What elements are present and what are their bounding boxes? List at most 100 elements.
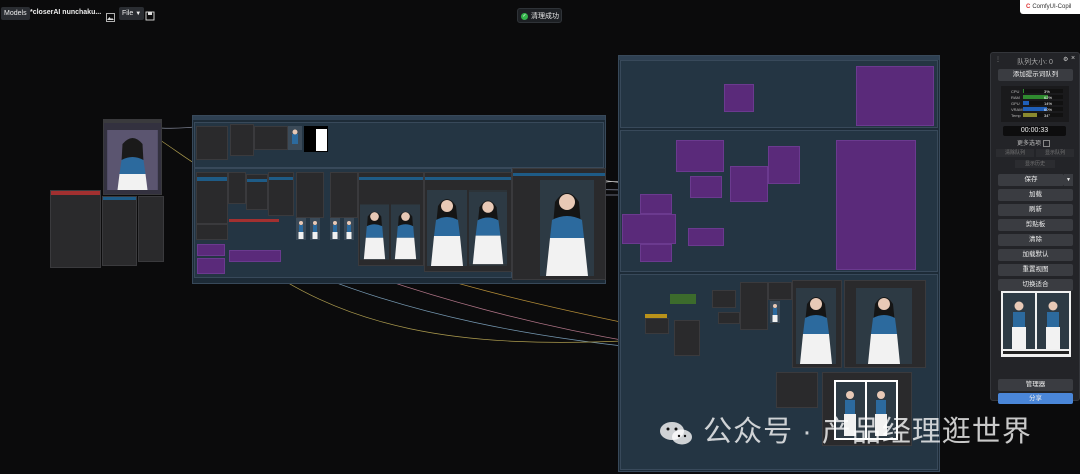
load-image-node[interactable]: [103, 119, 162, 195]
bypassed-node-r3[interactable]: [836, 140, 916, 270]
bypassed-node-r5[interactable]: [730, 166, 768, 202]
image-icon[interactable]: [106, 9, 115, 22]
file-menu-button[interactable]: File ▼: [119, 7, 145, 20]
bypassed-node-r10[interactable]: [688, 228, 724, 246]
group-header: [193, 116, 605, 120]
vram-value: 60%: [1044, 107, 1053, 112]
small-node[interactable]: [228, 172, 246, 204]
drag-handle-icon[interactable]: ⋮: [995, 57, 1001, 63]
vram-meter: [1023, 107, 1063, 111]
temp-value: 34°: [1044, 113, 1051, 118]
thumb-small-2: [310, 218, 320, 240]
reset-view-button[interactable]: 重置视图: [998, 264, 1073, 276]
elapsed-timer: 00:00:33: [1003, 126, 1066, 136]
view-history-button[interactable]: 显示历史: [1015, 160, 1055, 168]
load-button[interactable]: 加载: [998, 189, 1073, 201]
ram-label: RAM: [1011, 95, 1020, 100]
close-icon[interactable]: ×: [1071, 55, 1076, 62]
green-node[interactable]: [670, 294, 696, 304]
upscale-portrait-b: [856, 288, 912, 364]
queue-prompt-button[interactable]: 添加提示词队列: [998, 69, 1073, 81]
queue-size-label: 队列大小: 0: [1017, 59, 1053, 66]
small-node-3[interactable]: [268, 172, 294, 216]
final-portrait: [540, 180, 594, 276]
bypassed-node-2[interactable]: [197, 258, 225, 274]
node-header-blue: [103, 197, 136, 200]
load-default-button[interactable]: 加载默认: [998, 249, 1073, 261]
group-header: [619, 56, 939, 60]
comfyui-logo-icon: C: [1026, 4, 1031, 10]
thumb-small-1: [296, 218, 306, 240]
upscale-portrait-a: [796, 288, 836, 364]
small-node-2[interactable]: [246, 174, 268, 210]
bypassed-node-r11[interactable]: [690, 176, 722, 198]
gpu-label: GPU: [1011, 101, 1020, 106]
bypassed-node-r2[interactable]: [856, 66, 934, 126]
node-header-red: [51, 191, 100, 195]
more-options-toggle[interactable]: 更多选项: [1017, 138, 1050, 147]
clear-button[interactable]: 清除: [998, 234, 1073, 246]
node-r-d[interactable]: [740, 282, 768, 330]
gear-icon[interactable]: ⚙: [1063, 57, 1069, 63]
node-r-b[interactable]: [712, 290, 736, 308]
node-input-blue: [425, 177, 511, 180]
clear-queue-button[interactable]: 清除队列: [996, 149, 1034, 157]
thumb-small-3: [330, 218, 340, 240]
save-icon[interactable]: [145, 8, 155, 21]
text-prompt-node[interactable]: [50, 190, 101, 268]
bypassed-node[interactable]: [197, 244, 225, 256]
fit-view-button[interactable]: 切换适合: [998, 279, 1073, 291]
more-options-label: 更多选项: [1017, 141, 1042, 147]
node-header: [104, 120, 161, 123]
conditioning-node-2[interactable]: [330, 172, 358, 218]
bypassed-node-r1[interactable]: [724, 84, 754, 112]
cpu-label: CPU: [1011, 89, 1020, 94]
vram-label: VRAM: [1011, 107, 1023, 112]
settings-node-small[interactable]: [138, 196, 164, 262]
yellow-node[interactable]: [645, 318, 669, 334]
settings-node[interactable]: [102, 196, 137, 266]
check-circle-icon: ✓: [521, 12, 528, 20]
cpu-meter: [1023, 89, 1063, 93]
save-image-node[interactable]: [776, 372, 818, 408]
clipspace-button[interactable]: 剪贴板: [998, 219, 1073, 231]
bypassed-node-r8[interactable]: [622, 214, 676, 244]
save-dropdown-icon[interactable]: ▼: [1064, 174, 1073, 186]
success-toast: ✓清理成功: [517, 8, 562, 23]
node-input-blue: [359, 177, 423, 180]
model-loader-node[interactable]: [196, 126, 228, 160]
node-input-blue: [269, 177, 293, 180]
vae-loader-node[interactable]: [254, 126, 288, 150]
share-button[interactable]: 分享: [998, 393, 1073, 404]
bypassed-node-3[interactable]: [229, 250, 281, 262]
cpu-value: 3%: [1044, 89, 1050, 94]
bypassed-node-r7[interactable]: [640, 194, 672, 214]
workflow-title[interactable]: *closerAI nunchaku...: [30, 9, 102, 16]
node-input-blue: [197, 177, 227, 181]
mask-preview: [304, 126, 328, 152]
queue-preview-image: [1001, 291, 1071, 357]
manager-button[interactable]: 管理器: [998, 379, 1073, 391]
view-queue-button[interactable]: 显示队列: [1036, 149, 1074, 157]
bypassed-node-r6[interactable]: [768, 146, 800, 184]
node-r-a[interactable]: [674, 320, 700, 356]
wechat-icon: [658, 419, 694, 447]
red-link-bar: [229, 219, 279, 222]
compare-output-image: [834, 380, 898, 440]
bypassed-node-r9[interactable]: [640, 244, 672, 262]
clip-loader-node[interactable]: [230, 124, 254, 156]
models-button[interactable]: Models: [1, 7, 30, 20]
node-r-c[interactable]: [718, 312, 740, 324]
watermark-text: 公众号 · 产品经理逛世界: [703, 416, 1032, 448]
node-r-e[interactable]: [768, 282, 792, 300]
portrait-preview-b: [391, 204, 420, 260]
queue-panel[interactable]: ⋮ 队列大小: 0 ⚙ × 添加提示词队列 CPU 3% RAM 62% GPU…: [990, 52, 1080, 404]
conditioning-node[interactable]: [296, 172, 324, 218]
small-node-4[interactable]: [196, 224, 228, 240]
save-workflow-button[interactable]: 保存: [998, 174, 1064, 186]
sampler-node[interactable]: [196, 172, 228, 224]
bypassed-node-r4[interactable]: [676, 140, 724, 172]
refresh-button[interactable]: 刷新: [998, 204, 1073, 216]
portrait-preview-a: [360, 204, 389, 260]
